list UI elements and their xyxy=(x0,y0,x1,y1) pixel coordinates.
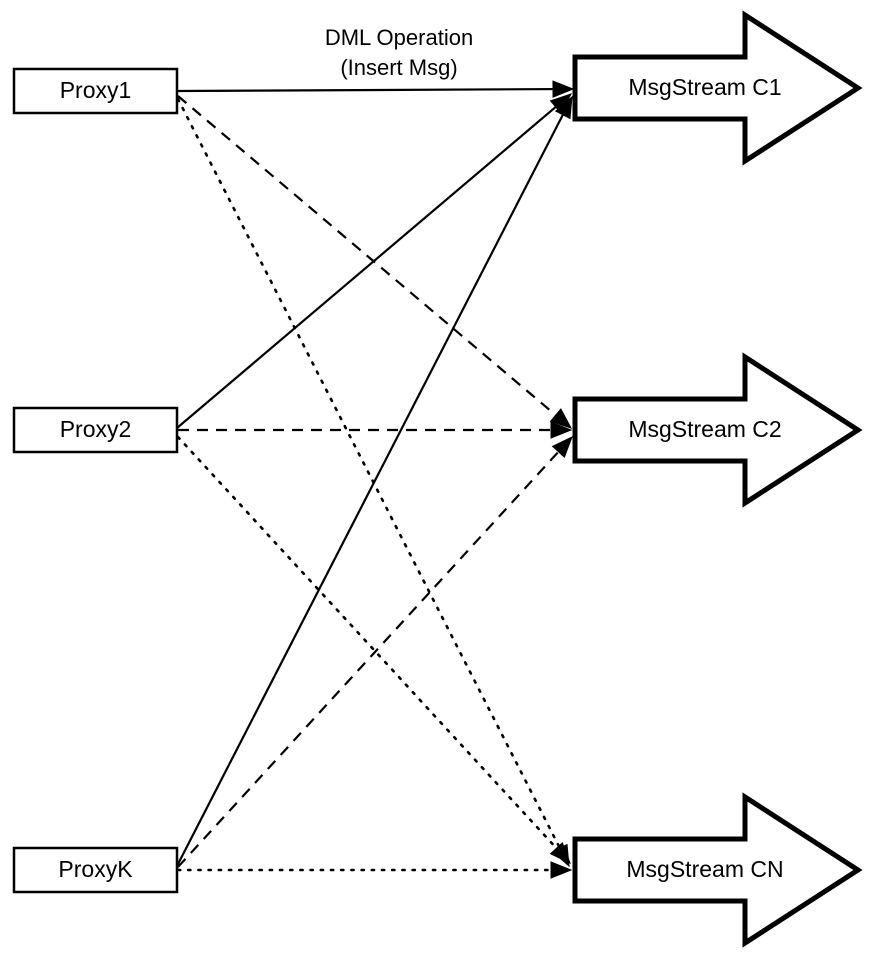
stream-cn[interactable]: MsgStream CN xyxy=(572,792,863,948)
proxy-box-proxyK xyxy=(12,846,179,894)
dml-operation-label-line1: DML Operation xyxy=(325,25,473,50)
stream-label-c2: MsgStream C2 xyxy=(628,416,781,442)
proxy-label-proxy1: Proxy1 xyxy=(60,77,132,103)
stream-c1[interactable]: MsgStream C1 xyxy=(572,10,863,166)
stream-c2[interactable]: MsgStream C2 xyxy=(572,352,863,508)
edge-line-proxy1-c2 xyxy=(177,95,561,420)
edge-proxy1-c1 xyxy=(176,87,559,93)
proxy-node-proxy1[interactable]: Proxy1 xyxy=(12,67,179,115)
stream-label-c1: MsgStream C1 xyxy=(628,74,781,100)
proxy-node-proxyK[interactable]: ProxyK xyxy=(12,846,179,894)
arrowhead-proxy1-c2 xyxy=(549,408,573,429)
edge-line-proxyK-c1 xyxy=(176,109,567,867)
proxy-node-proxy2[interactable]: Proxy2 xyxy=(12,406,179,454)
proxy-label-proxyK: ProxyK xyxy=(58,856,133,882)
edge-line-proxy1-c1 xyxy=(176,87,559,93)
streams-layer: MsgStream C1 MsgStream C2 MsgStream CN xyxy=(572,10,863,948)
arrowhead-proxy2-cn xyxy=(549,841,571,864)
edge-proxyK-c1 xyxy=(176,109,567,867)
edge-proxy1-c2 xyxy=(177,95,561,420)
annotations-layer: DML Operation (Insert Msg) xyxy=(325,25,473,80)
arrowhead-proxy1-c1 xyxy=(552,80,575,98)
stream-shape-cn xyxy=(572,792,863,948)
proxy-label-proxy2: Proxy2 xyxy=(60,416,132,442)
edge-proxy2-c1 xyxy=(176,102,561,429)
edge-line-proxy2-cn xyxy=(176,435,562,854)
stream-shape-c1 xyxy=(572,10,863,166)
edge-proxyK-c2 xyxy=(177,446,564,868)
edge-proxy1-cn xyxy=(176,97,564,855)
edges-layer xyxy=(176,87,567,872)
arrowhead-proxy2-c2 xyxy=(550,421,573,439)
edge-proxy2-cn xyxy=(176,435,562,854)
proxy-box-proxy2 xyxy=(12,406,179,454)
edge-line-proxy1-cn xyxy=(176,97,564,855)
arrowheads-layer xyxy=(549,80,575,879)
arrowhead-proxyK-c2 xyxy=(551,436,573,459)
dml-operation-label-line2: (Insert Msg) xyxy=(340,55,457,80)
stream-shape-c2 xyxy=(572,352,863,508)
edge-line-proxy2-c1 xyxy=(176,102,561,429)
proxy-box-proxy1 xyxy=(12,67,179,115)
arrowhead-proxyK-c1 xyxy=(554,95,573,120)
edge-line-proxyK-c2 xyxy=(177,446,564,868)
dml-operation-label: DML Operation (Insert Msg) xyxy=(325,25,473,80)
stream-label-cn: MsgStream CN xyxy=(626,856,783,882)
arrowhead-proxyK-cn xyxy=(550,861,573,879)
